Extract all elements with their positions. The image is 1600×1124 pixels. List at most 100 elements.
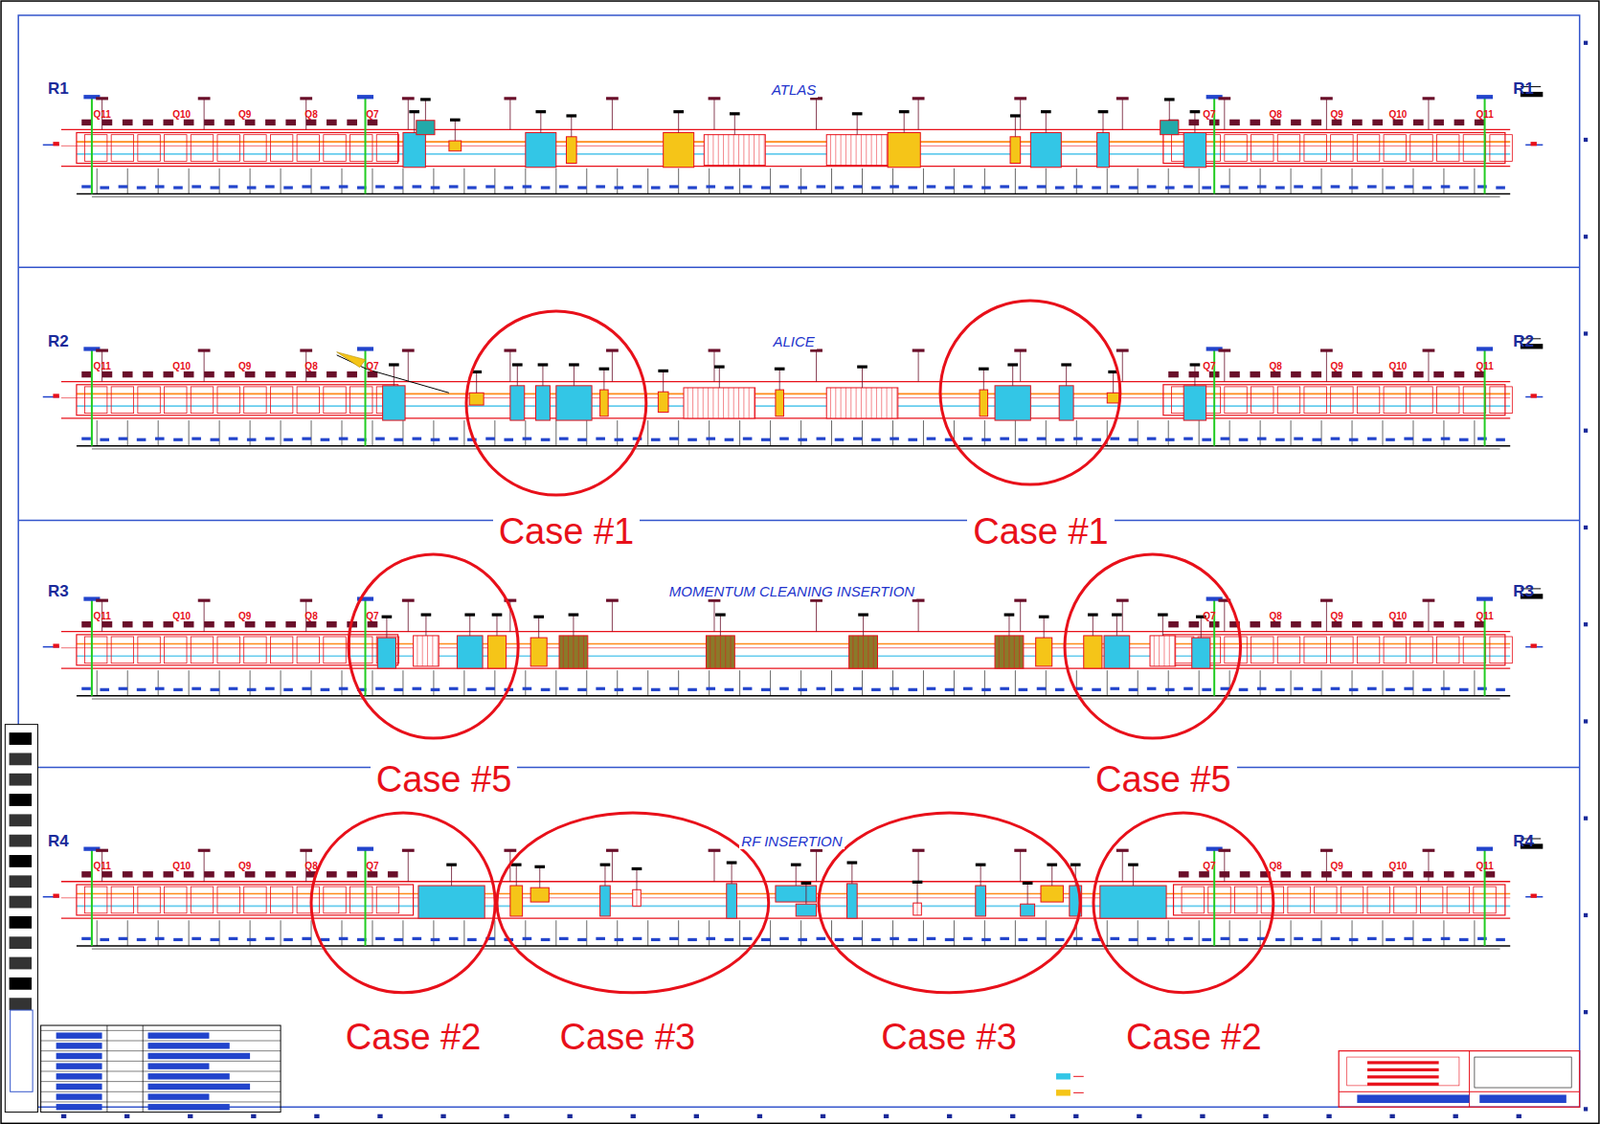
drawing-part xyxy=(981,688,992,692)
drawing-part xyxy=(1116,96,1129,100)
drawing-part xyxy=(1476,346,1493,351)
drawing-part xyxy=(1014,670,1016,697)
magnet-label: Q11 xyxy=(1475,610,1493,622)
drawing-part xyxy=(1260,670,1262,697)
drawing-part xyxy=(774,367,786,371)
drawing-part xyxy=(245,371,256,378)
drawing-part xyxy=(1330,437,1341,441)
drawing-part xyxy=(1137,168,1139,195)
drawing-part xyxy=(183,119,195,126)
drawing-part xyxy=(1352,920,1353,947)
drawing-part xyxy=(687,938,698,942)
drawing-part xyxy=(449,687,459,691)
drawing-part xyxy=(511,863,522,867)
drawing-part xyxy=(614,438,625,442)
drawing-part xyxy=(9,875,32,888)
drawing-part xyxy=(137,135,160,162)
drawing-part xyxy=(1583,622,1588,627)
drawing-part xyxy=(61,917,1510,919)
drawing-part xyxy=(1422,438,1433,442)
drawing-part xyxy=(450,865,452,886)
drawing-part xyxy=(357,94,374,99)
drawing-part xyxy=(76,193,1510,196)
drawing-part xyxy=(203,871,215,878)
drawing-part xyxy=(1128,185,1139,189)
drawing-part xyxy=(1116,615,1118,636)
drawing-part xyxy=(1583,1106,1588,1111)
drawing-part xyxy=(446,863,457,867)
drawing-part xyxy=(856,113,858,135)
circle-outline xyxy=(816,811,1082,995)
drawing-part xyxy=(1036,687,1047,691)
drawing-part xyxy=(1116,348,1129,352)
drawing-part xyxy=(1165,185,1175,189)
drawing-part xyxy=(393,365,395,386)
insertion-title: MOMENTUM CLEANING INSERTION xyxy=(667,584,917,601)
drawing-part xyxy=(265,371,276,378)
drawing-part xyxy=(568,362,580,366)
drawing-part xyxy=(9,855,32,868)
drawing-part xyxy=(1073,437,1083,441)
drawing-part xyxy=(611,851,613,882)
drawing-part xyxy=(953,920,955,947)
drawing-part xyxy=(127,670,129,697)
drawing-part xyxy=(1168,420,1170,447)
drawing-part xyxy=(1122,601,1124,632)
drawing-part xyxy=(999,937,1010,941)
drawing-part xyxy=(203,621,215,628)
drawing-part xyxy=(164,135,187,162)
circle-outline xyxy=(940,300,1121,485)
drawing-part xyxy=(364,348,367,446)
drawing-part xyxy=(738,135,740,166)
drawing-part xyxy=(1304,636,1327,664)
drawing-part xyxy=(516,865,518,886)
drawing-part xyxy=(1403,687,1414,691)
drawing-part xyxy=(1198,420,1200,447)
drawing-part xyxy=(891,387,893,419)
drawing-part xyxy=(889,937,900,941)
drawing-part xyxy=(1198,920,1200,947)
drawing-part xyxy=(834,135,836,166)
drawing-part xyxy=(583,635,585,669)
drawing-part xyxy=(449,437,459,441)
drawing-part xyxy=(834,438,845,442)
magnet-label: Q9 xyxy=(1329,360,1343,372)
drawing-part xyxy=(450,118,461,122)
drawing-part xyxy=(1136,1114,1142,1119)
magnet-label: Q9 xyxy=(238,109,251,120)
drawing-part xyxy=(853,687,863,691)
drawing-part xyxy=(61,381,1510,383)
drawing-part xyxy=(183,621,195,628)
drawing-part xyxy=(219,168,221,195)
drawing-part xyxy=(56,1083,103,1090)
drawing-part xyxy=(635,889,637,906)
drawing-part xyxy=(244,386,267,414)
drawing-part xyxy=(99,688,110,692)
drawing-part xyxy=(522,437,533,441)
drawing-part xyxy=(831,670,833,697)
drawing-part xyxy=(975,863,987,867)
circle-outline xyxy=(496,812,769,993)
drawing-part xyxy=(1293,184,1304,188)
drawing-part xyxy=(1352,621,1363,628)
drawing-part xyxy=(155,437,165,441)
drawing-part xyxy=(1249,119,1261,126)
drawing-part xyxy=(730,635,732,669)
drawing-part xyxy=(1003,635,1005,669)
drawing-part xyxy=(889,437,900,441)
drawing-part xyxy=(1189,371,1200,378)
drawing-part xyxy=(265,119,276,126)
drawing-part xyxy=(198,96,211,100)
drawing-part xyxy=(1485,871,1496,878)
drawing-part xyxy=(1393,371,1404,378)
drawing-part xyxy=(1169,635,1171,667)
drawing-part xyxy=(1330,135,1353,162)
drawing-part xyxy=(1489,135,1512,162)
drawing-part xyxy=(769,420,771,447)
drawing-part xyxy=(757,1114,763,1119)
drawing-part xyxy=(402,168,404,195)
drawing-part xyxy=(437,635,439,667)
drawing-part xyxy=(1201,185,1212,189)
drawing-part xyxy=(577,688,587,692)
drawing-part xyxy=(1290,920,1292,947)
